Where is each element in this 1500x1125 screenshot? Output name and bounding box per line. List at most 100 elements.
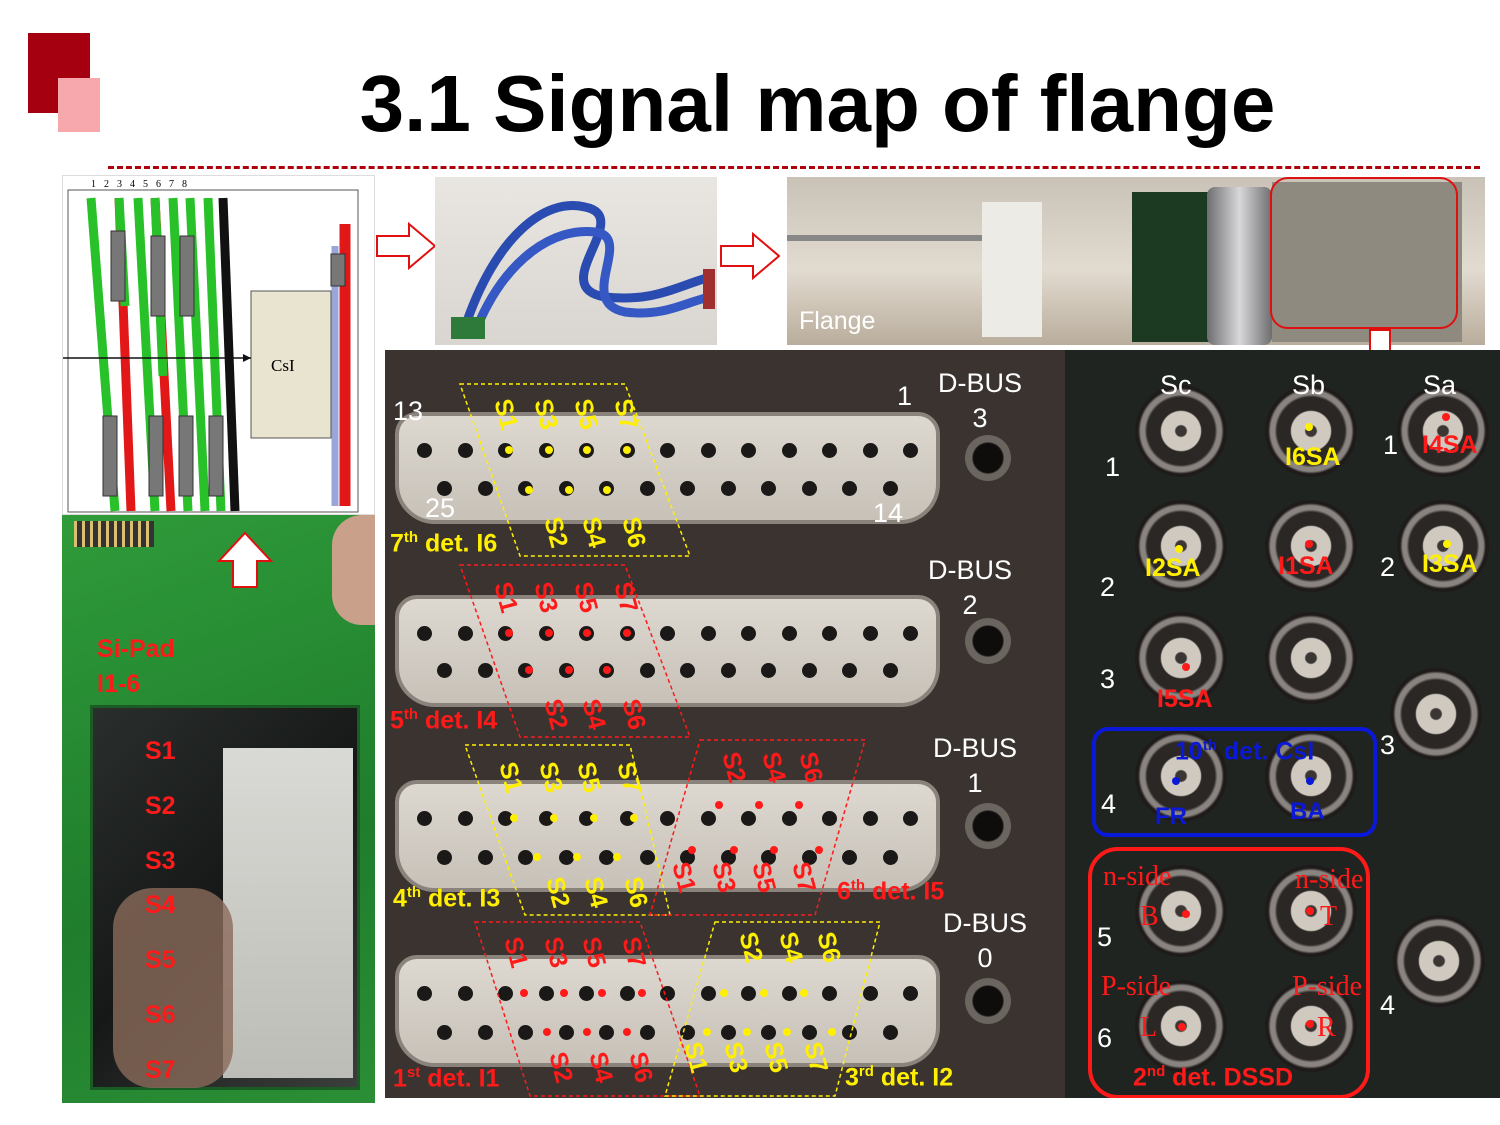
- signal-dot: [525, 666, 533, 674]
- connector-pin: [822, 811, 837, 826]
- strip-signal-label: S3: [538, 933, 574, 971]
- strip-signal-label: S6: [616, 513, 652, 551]
- csi-detector-label: 10th det. CsI: [1175, 738, 1314, 764]
- dssd-r-label: R: [1317, 1012, 1336, 1043]
- signal-dot: [783, 1028, 791, 1036]
- connector-pin: [801, 663, 817, 678]
- signal-dot: [623, 1028, 631, 1036]
- bnc-connector: [1135, 612, 1227, 704]
- strip-label: S1: [145, 737, 176, 765]
- connector-pin: [903, 443, 918, 458]
- connector-pin: [680, 663, 695, 678]
- title-divider: [108, 166, 1480, 169]
- signal-dot: [1305, 423, 1313, 431]
- dssd-t-label: T: [1320, 901, 1338, 932]
- det-ordinal: 3: [845, 1063, 859, 1092]
- strip-signal-label: S7: [616, 933, 652, 971]
- schematic-strips: [63, 189, 359, 513]
- strip-signal-label: S4: [576, 695, 612, 733]
- det-ordinal-suffix: th: [403, 529, 419, 546]
- det-ordinal-suffix: rd: [858, 1063, 874, 1080]
- dssd-detector-label: 2nd det. DSSD: [1133, 1064, 1293, 1090]
- connector-pin: [437, 1025, 452, 1040]
- signal-dot: [510, 814, 518, 822]
- strip-label: S4: [145, 891, 176, 919]
- det-ordinal: 5: [390, 706, 404, 735]
- det-ordinal-suffix: th: [403, 706, 419, 723]
- strip-signal-label: S1: [493, 758, 529, 796]
- dbus-number: 2: [962, 590, 978, 620]
- group-outlines: [458, 383, 881, 1097]
- signal-dot: [1178, 1023, 1186, 1031]
- signal-dot: [545, 446, 553, 454]
- det-ordinal-suffix: nd: [1146, 1063, 1166, 1080]
- hand: [332, 515, 375, 625]
- signal-i3sa: I3SA: [1422, 550, 1478, 578]
- connector-pin: [781, 443, 797, 458]
- strip-label: S6: [145, 1001, 176, 1029]
- csi-fr-label: FR: [1155, 803, 1187, 830]
- connector-pin: [822, 986, 837, 1001]
- rod: [787, 235, 987, 241]
- strip-signal-label: S7: [611, 758, 647, 796]
- connector-pin: [477, 481, 493, 496]
- reflected-hand: [113, 888, 233, 1088]
- signal-i1sa: I1SA: [1278, 552, 1334, 580]
- connector-pin: [700, 443, 716, 458]
- strip-signal-label: S1: [488, 578, 524, 616]
- strip-signal-label: S1: [666, 858, 702, 896]
- signal-dot: [1306, 1020, 1314, 1028]
- det-ordinal-suffix: th: [406, 884, 422, 901]
- det-name: det. I1: [420, 1064, 500, 1093]
- pin-number-25: 25: [425, 493, 456, 523]
- csi-ba-label: BA: [1290, 798, 1325, 825]
- connector-pin: [639, 1025, 655, 1040]
- connector-pin: [660, 811, 675, 826]
- connector-pin: [477, 663, 493, 678]
- connector-pin: [518, 1025, 533, 1040]
- det-name: det. I3: [421, 884, 501, 913]
- strip-signal-label: S5: [571, 758, 607, 796]
- pad-window: [90, 705, 360, 1090]
- connector-pin: [842, 850, 857, 865]
- signal-dot: [760, 989, 768, 997]
- signal-dot: [1306, 907, 1314, 915]
- connector-pin: [882, 481, 898, 496]
- det-ordinal: 2: [1133, 1063, 1147, 1092]
- bnc-connector: [1265, 385, 1357, 477]
- signal-dot: [573, 853, 581, 861]
- bnc-connector: [1135, 730, 1227, 822]
- flange-label: Flange: [799, 307, 876, 335]
- connector-pin: [741, 811, 756, 826]
- signal-dot: [730, 846, 738, 854]
- strip-signal-label: S4: [756, 748, 792, 786]
- connector-pin: [437, 481, 452, 496]
- connector-pin: [761, 1025, 776, 1040]
- dssd-n-side-label: n-side: [1295, 864, 1364, 895]
- connector-pin: [417, 443, 432, 458]
- strip-signal-label: S2: [733, 928, 769, 966]
- connector-pin: [801, 1025, 817, 1040]
- connector-pin: [781, 626, 797, 641]
- connector-pin: [437, 850, 452, 865]
- connector-pin: [720, 1025, 736, 1040]
- connector-pin: [720, 481, 736, 496]
- dssd-p-side-label: P-side: [1101, 971, 1171, 1002]
- strip-signal-label: S2: [543, 1048, 579, 1086]
- connector-pin: [700, 811, 716, 826]
- strip-signal-label: S2: [716, 748, 752, 786]
- pin-number-14: 14: [873, 498, 904, 528]
- dbus-name: D-BUS: [927, 555, 1012, 585]
- mounting-screw: [965, 618, 1011, 664]
- signal-dot: [520, 989, 528, 997]
- connector-pin: [437, 663, 452, 678]
- connector-pin: [639, 481, 655, 496]
- signal-i5sa: I5SA: [1157, 685, 1213, 713]
- signal-dot: [533, 853, 541, 861]
- connector-pin: [781, 811, 797, 826]
- signal-dot: [743, 1028, 751, 1036]
- connector-pin: [862, 443, 878, 458]
- row-number: 4: [1101, 789, 1117, 819]
- strip-signal-label: S2: [538, 695, 574, 733]
